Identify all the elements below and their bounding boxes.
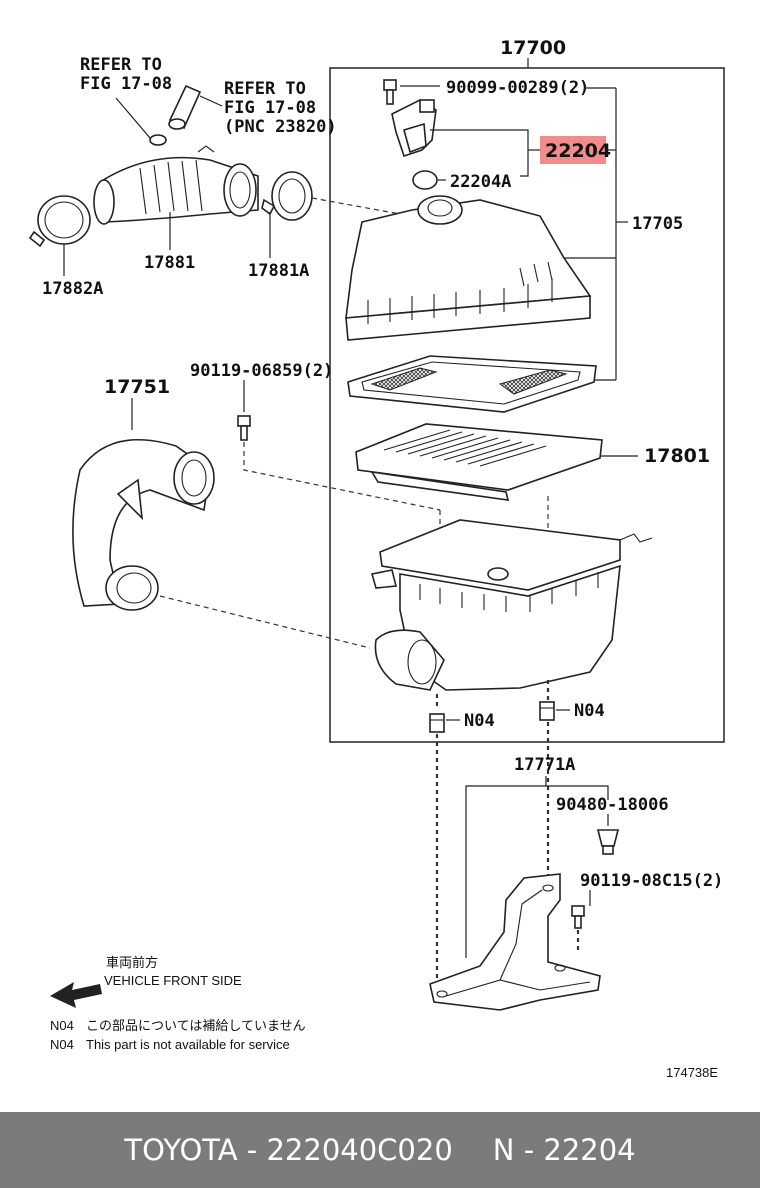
footer-brand-part: TOYOTA - 222040C020 <box>124 1133 453 1167</box>
clip-90480-18006-icon <box>596 829 620 855</box>
label-refer-2c: (PNC 23820) <box>224 117 337 137</box>
n04-jp-code: N04 <box>50 1018 74 1033</box>
label-n04-left: N04 <box>464 711 495 731</box>
assembly-frame <box>329 67 725 743</box>
cushion-n04-left-icon <box>429 713 445 733</box>
label-90119-06859: 90119-06859(2) <box>190 361 333 381</box>
bolt-90119-06859-icon <box>237 415 251 441</box>
o-ring-22204a-icon <box>412 170 438 190</box>
n04-en-text: This part is not available for service <box>86 1037 290 1052</box>
label-17771a: 17771A <box>514 755 575 775</box>
front-arrow-icon <box>50 982 102 1008</box>
n04-en-code: N04 <box>50 1037 74 1052</box>
bolt-90119-08c15-icon <box>571 905 585 929</box>
label-refer-1a: REFER TO <box>80 55 162 75</box>
ref-clip-icon <box>149 134 167 146</box>
label-22204: 22204 <box>545 140 611 162</box>
label-refer-2b: FIG 17-08 <box>224 98 316 118</box>
cushion-n04-right-icon <box>539 701 555 721</box>
label-90119-08c15: 90119-08C15(2) <box>580 871 723 891</box>
bracket-17771a-icon <box>429 873 601 1011</box>
figure-code: 174738E <box>666 1065 718 1080</box>
footer-pnc: N - 22204 <box>492 1133 636 1167</box>
label-90099-00289: 90099-00289(2) <box>446 78 589 98</box>
air-filter-element-17801-icon <box>355 423 603 501</box>
label-17751: 17751 <box>104 376 170 398</box>
label-17881: 17881 <box>144 253 195 273</box>
clamp-17882a-icon <box>28 195 91 248</box>
label-17801: 17801 <box>644 445 710 467</box>
label-17705: 17705 <box>632 214 683 234</box>
intake-hose-17881-icon <box>93 145 259 225</box>
front-side-jp: 車両前方 <box>106 955 158 970</box>
gasket-frame-icon <box>347 355 597 413</box>
label-22204a: 22204A <box>450 172 511 192</box>
parts-diagram: 17700 REFER TO FIG 17-08 REFER TO FIG 17… <box>28 37 725 1080</box>
bolt-90099-icon <box>383 79 397 105</box>
label-refer-2a: REFER TO <box>224 79 306 99</box>
n04-jp-text: この部品については補給していません <box>86 1018 306 1033</box>
label-17881a: 17881A <box>248 261 309 281</box>
label-17882a: 17882A <box>42 279 103 299</box>
ref-hose-icon <box>168 84 202 130</box>
label-90480-18006: 90480-18006 <box>556 795 669 815</box>
air-cleaner-case-icon <box>370 519 653 691</box>
clamp-17881a-icon <box>261 171 313 221</box>
label-n04-right: N04 <box>574 701 605 721</box>
part-number-footer: TOYOTA - 222040C020 N - 22204 <box>0 1112 760 1188</box>
front-side-en: VEHICLE FRONT SIDE <box>104 973 242 988</box>
inlet-duct-17751-icon <box>72 439 215 611</box>
label-refer-1b: FIG 17-08 <box>80 74 172 94</box>
air-cleaner-cap-icon <box>345 195 592 341</box>
label-17700: 17700 <box>500 37 566 59</box>
highlight-22204 <box>540 136 606 164</box>
maf-sensor-22204-icon <box>391 99 437 158</box>
